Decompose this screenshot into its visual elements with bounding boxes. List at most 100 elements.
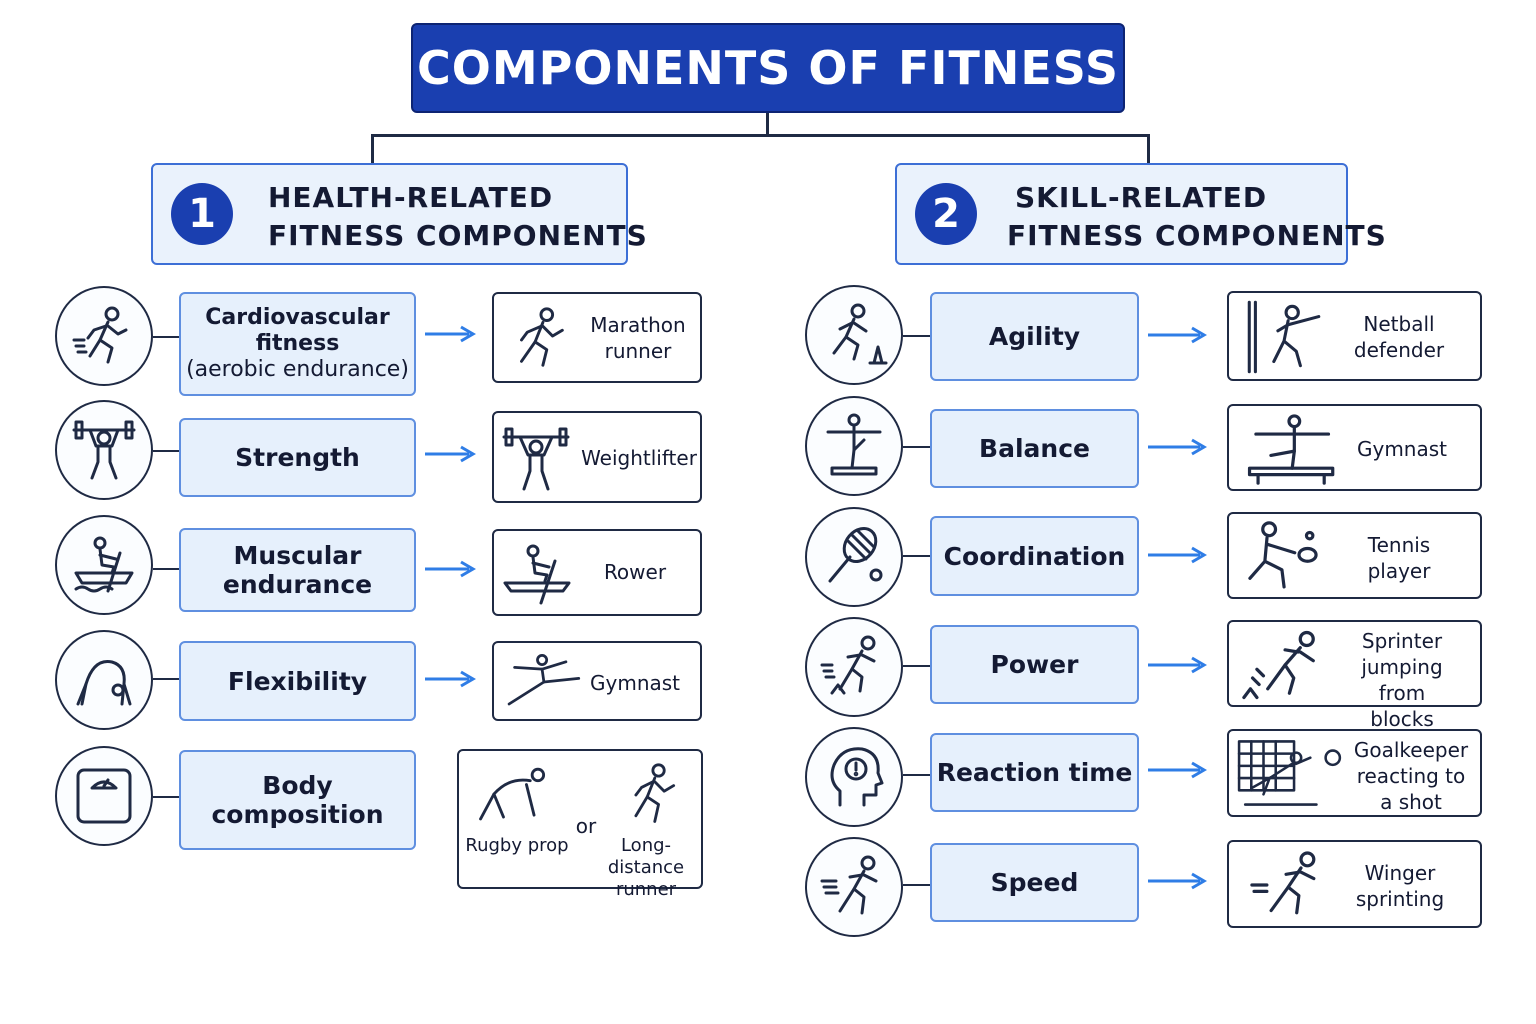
sprinter-blocks-icon	[1242, 630, 1315, 700]
component-label: Reaction time	[936, 758, 1133, 787]
component-agility: Agility	[930, 292, 1139, 381]
example-sprinter: Sprinter jumping from blocks	[1227, 620, 1482, 731]
example-label-line: defender	[1353, 338, 1445, 362]
main-title: COMPONENTS OF FITNESS	[417, 41, 1119, 95]
sprint-start-icon	[805, 617, 903, 717]
health-section-header: 1 HEALTH-RELATED FITNESS COMPONENTS	[151, 163, 647, 265]
example-weightlifter: Weightlifter	[492, 411, 702, 503]
example-label: Tennis player	[1339, 532, 1459, 584]
component-label: Flexibility	[227, 666, 368, 696]
component-label-line: endurance	[222, 570, 373, 599]
example-label-line: Winger	[1364, 861, 1436, 885]
gymnast-split-leap-icon	[507, 654, 581, 706]
bathroom-scale-icon	[55, 746, 153, 846]
example-label: Rugby prop	[465, 835, 569, 856]
branch-right-drop	[1147, 134, 1150, 164]
balance-beam-icon	[805, 396, 903, 496]
rower-icon	[503, 544, 571, 605]
rowing-boat-icon	[55, 515, 153, 615]
example-label: Goalkeeper reacting to a shot	[1347, 737, 1475, 815]
component-speed: Speed	[930, 843, 1139, 922]
winger-sprinting-icon	[1250, 851, 1316, 915]
example-winger: Winger sprinting	[1227, 840, 1482, 928]
component-label: Agility	[988, 322, 1081, 351]
example-label-line: runner	[615, 879, 677, 900]
arrow-right-icon	[425, 324, 477, 344]
arrow-right-icon	[425, 559, 477, 579]
connector-stub	[903, 446, 931, 448]
example-label-line: Sprinter	[1361, 629, 1443, 653]
fast-runner-icon	[805, 837, 903, 937]
example-gymnast-flexibility: Gymnast	[492, 641, 702, 721]
skill-title-line2: FITNESS COMPONENTS	[1007, 219, 1387, 252]
component-coordination: Coordination	[930, 516, 1139, 596]
component-label: Balance	[979, 434, 1090, 463]
running-person-icon	[55, 286, 153, 386]
example-label-line: Netball	[1363, 312, 1435, 336]
tennis-player-icon	[1248, 521, 1318, 589]
or-label: or	[575, 814, 597, 838]
goalkeeper-icon	[1237, 740, 1342, 806]
arrow-right-icon	[1148, 325, 1208, 345]
example-label: Marathon runner	[580, 312, 696, 364]
example-label-line: jumping from	[1361, 655, 1443, 705]
example-label: Gymnast	[590, 671, 681, 695]
example-rower: Rower	[492, 529, 702, 616]
component-label: Strength	[235, 443, 360, 472]
skill-section-header: 2 SKILL-RELATED FITNESS COMPONENTS	[895, 163, 1386, 265]
example-label-line: reacting to	[1356, 764, 1466, 788]
example-label: Netball defender	[1339, 311, 1459, 363]
connector-stub	[153, 336, 180, 338]
branch-bar	[371, 134, 1150, 137]
connector-stub	[153, 450, 180, 452]
skill-section-title: SKILL-RELATED FITNESS COMPONENTS	[1007, 179, 1387, 255]
tennis-racket-icon	[805, 507, 903, 607]
arrow-right-icon	[425, 444, 477, 464]
component-label-line: Body	[262, 771, 333, 800]
example-label: Long-distance runner	[589, 835, 703, 901]
long-distance-runner-icon	[634, 763, 676, 823]
component-power: Power	[930, 625, 1139, 704]
example-label: Gymnast	[1356, 437, 1447, 461]
example-label-line: player	[1367, 559, 1431, 583]
connector-stub	[153, 796, 180, 798]
agility-cone-icon	[805, 285, 903, 385]
skill-section-number: 2	[915, 183, 977, 245]
example-label: Sprinter jumping from blocks	[1337, 628, 1467, 732]
example-tennis-player: Tennis player	[1227, 512, 1482, 599]
example-label: Weightlifter	[581, 446, 697, 470]
marathon-runner-icon	[520, 307, 564, 367]
arrow-right-icon	[1148, 655, 1208, 675]
gymnast-beam-icon	[1247, 414, 1335, 485]
connector-stub	[903, 884, 931, 886]
connector-stub	[903, 774, 931, 776]
component-label: Speed	[990, 868, 1079, 897]
arrow-right-icon	[1148, 437, 1208, 457]
arrow-right-icon	[1148, 760, 1208, 780]
example-label-line: runner	[604, 339, 672, 363]
example-label-line: sprinting	[1355, 887, 1445, 911]
component-flexibility: Flexibility	[179, 641, 416, 721]
component-label-subtitle: (aerobic endurance)	[186, 357, 409, 382]
component-label-line: composition	[211, 800, 384, 829]
example-label: Rower	[603, 560, 667, 584]
skill-title-line1: SKILL-RELATED	[1015, 181, 1268, 214]
component-reaction-time: Reaction time	[930, 733, 1139, 812]
backbend-icon	[55, 630, 153, 730]
example-label-line: blocks	[1370, 707, 1434, 731]
example-label-line: Marathon	[590, 313, 686, 337]
connector-stub	[903, 665, 931, 667]
component-label-line: fitness	[255, 331, 340, 356]
component-label: Power	[990, 650, 1079, 679]
component-balance: Balance	[930, 409, 1139, 488]
connector-stub	[903, 555, 931, 557]
title-stem	[766, 113, 769, 135]
component-label-line: Muscular	[233, 541, 362, 570]
health-section-title: HEALTH-RELATED FITNESS COMPONENTS	[268, 179, 648, 255]
example-netball-defender: Netball defender	[1227, 291, 1482, 381]
example-label-line: Goalkeeper	[1353, 738, 1469, 762]
head-alert-icon	[805, 727, 903, 827]
component-label-line: Cardiovascular	[205, 305, 390, 330]
